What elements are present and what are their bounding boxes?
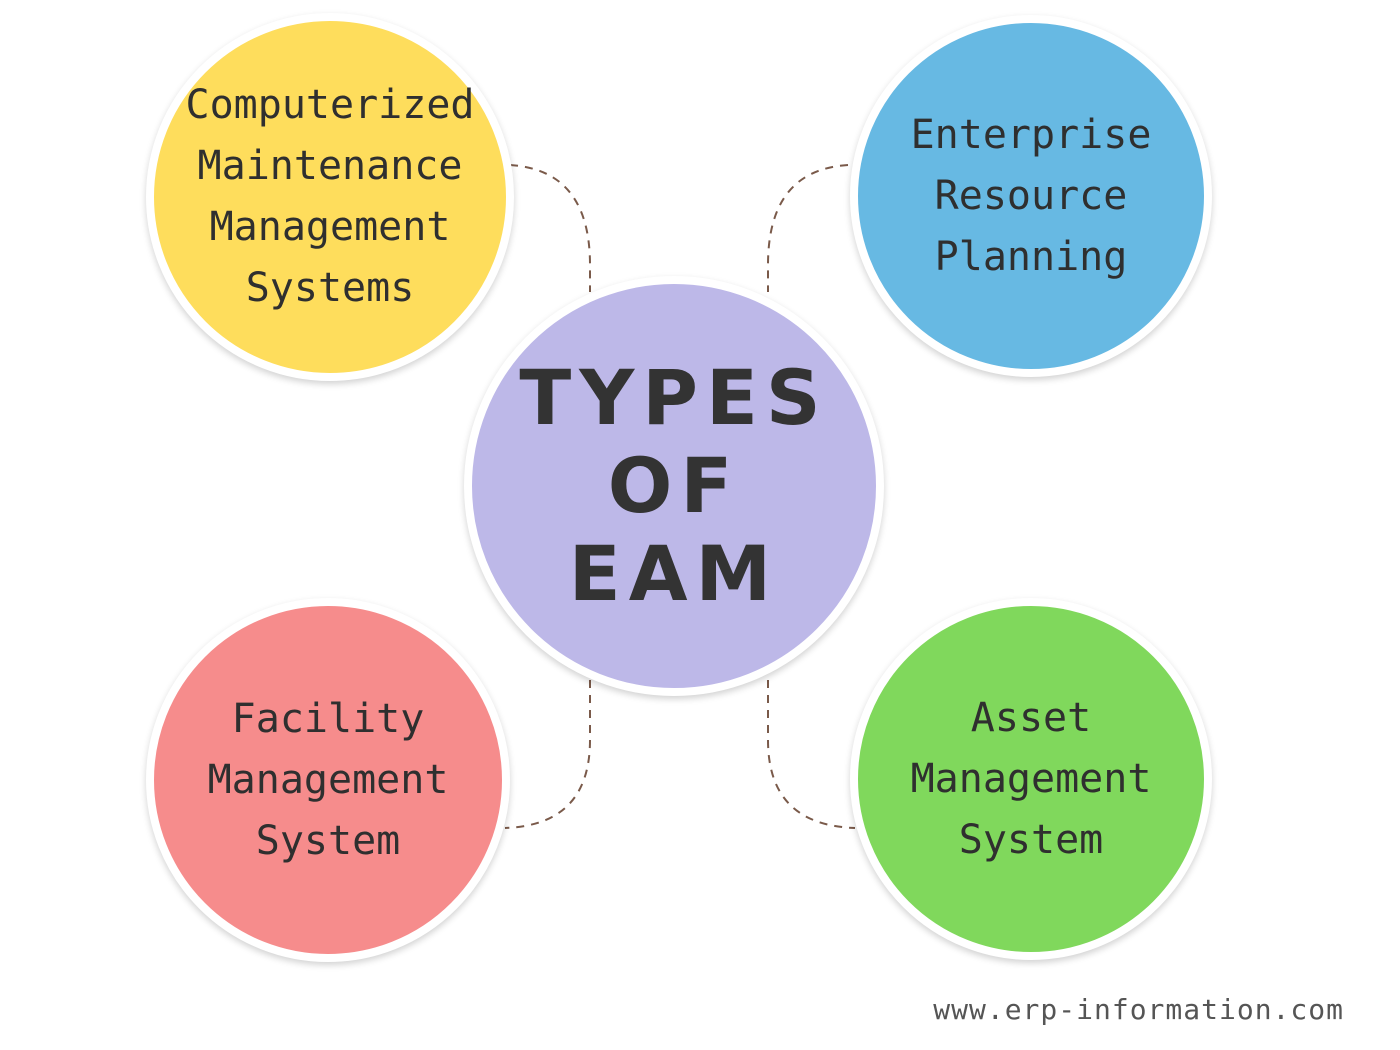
node-cmms-line-3: Management: [209, 204, 451, 250]
center-title-line-2: OF: [607, 441, 741, 530]
node-erp: Enterprise Resource Planning: [850, 15, 1212, 377]
connector-fms: [504, 680, 591, 829]
node-fms-label: Facility Management System: [208, 689, 449, 872]
node-erp-line-1: Enterprise: [910, 111, 1152, 158]
node-cmms-label: Computerized Maintenance Management Syst…: [186, 75, 475, 319]
node-ams-label: Asset Management System: [911, 688, 1152, 871]
footer-url: www.erp-information.com: [933, 993, 1344, 1026]
center-title-line-3: EAM: [568, 529, 780, 618]
center-title-line-1: TYPES: [519, 353, 829, 442]
node-ams-line-3: System: [958, 816, 1104, 863]
center-title: TYPES OF EAM: [519, 354, 828, 618]
node-fms-line-2: Management: [207, 756, 449, 803]
node-cmms: Computerized Maintenance Management Syst…: [146, 13, 514, 381]
node-erp-label: Enterprise Resource Planning: [911, 105, 1152, 288]
connector-cmms: [509, 164, 591, 292]
node-cmms-line-1: Computerized: [185, 82, 475, 128]
node-ams: Asset Management System: [850, 598, 1212, 960]
node-fms: Facility Management System: [146, 598, 510, 962]
node-erp-line-3: Planning: [934, 233, 1128, 280]
connector-erp: [767, 164, 849, 292]
node-cmms-line-2: Maintenance: [197, 143, 463, 189]
node-fms-line-3: System: [255, 817, 401, 864]
node-fms-line-1: Facility: [231, 695, 425, 742]
node-erp-line-2: Resource: [934, 172, 1128, 219]
connector-ams: [767, 680, 856, 829]
node-ams-line-1: Asset: [970, 694, 1092, 741]
node-ams-line-2: Management: [910, 755, 1152, 802]
node-cmms-line-4: Systems: [245, 265, 415, 311]
center-node: TYPES OF EAM: [464, 276, 884, 696]
